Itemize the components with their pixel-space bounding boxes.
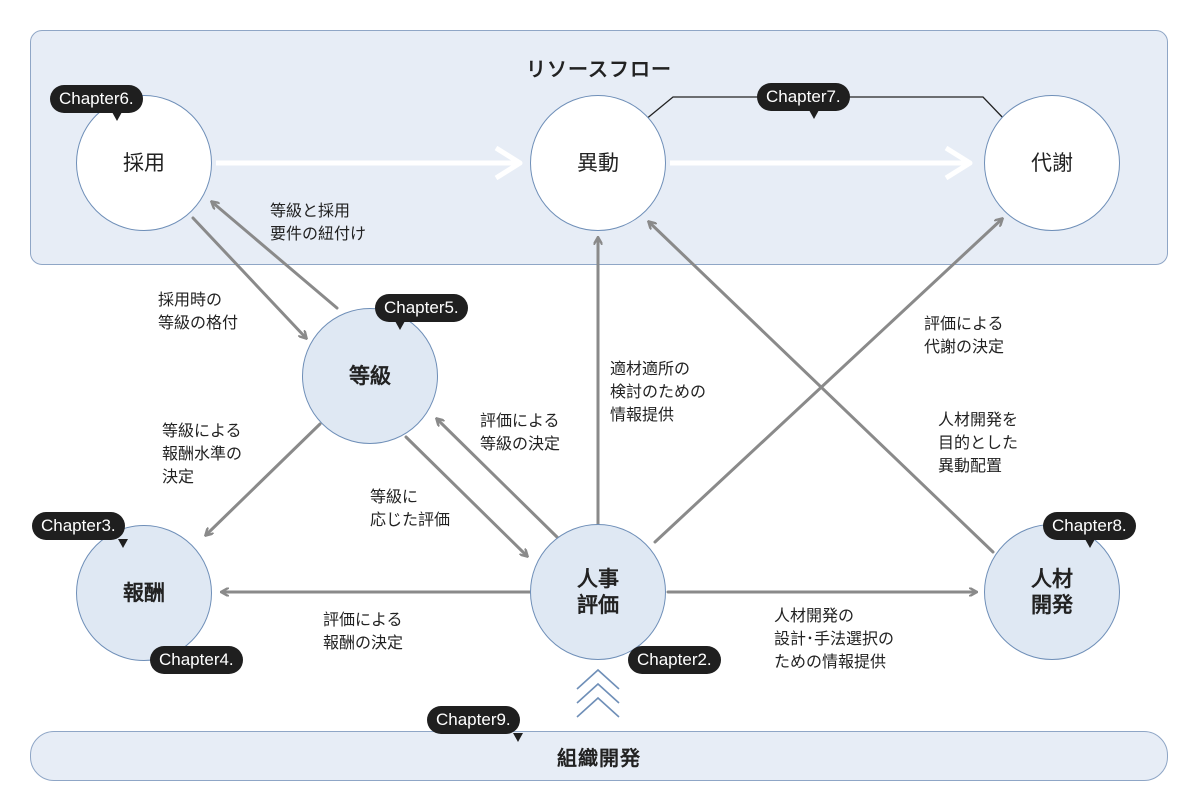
relationship-arrows bbox=[191, 202, 1002, 592]
badge-chapter7-text: Chapter7. bbox=[766, 87, 841, 106]
badge-chapter8-text: Chapter8. bbox=[1052, 516, 1127, 535]
resource-flow-arrows bbox=[216, 145, 973, 181]
node-taisha-label: 代謝 bbox=[1031, 150, 1073, 175]
arrow-hyoka-to-tokyu bbox=[437, 419, 560, 540]
badge-chapter5: Chapter5. bbox=[375, 294, 468, 330]
label-tokyu-hyoka: 等級に 応じた評価 bbox=[370, 487, 451, 529]
label-saiyo-tokyu-grade: 採用時の 等級の格付 bbox=[158, 290, 239, 332]
node-tokyu: 等級 bbox=[302, 308, 438, 444]
arrow-saiyo-to-tokyu bbox=[191, 216, 306, 338]
badge-chapter8: Chapter8. bbox=[1043, 512, 1136, 548]
badge-chapter3-text: Chapter3. bbox=[41, 516, 116, 535]
chevron-up-icon bbox=[576, 668, 620, 718]
label-tokyu-saiyo-link: 等級と採用 要件の紐付け bbox=[270, 201, 367, 243]
badge-chapter6-text: Chapter6. bbox=[59, 89, 134, 108]
label-hyoka-hoshu: 評価による 報酬の決定 bbox=[323, 610, 404, 652]
arrowhead-saiyo-ido bbox=[494, 145, 523, 181]
arrow-tokyu-to-saiyo bbox=[212, 202, 339, 310]
badge-chapter3: Chapter3. bbox=[32, 512, 128, 548]
node-hyoka: 人事 評価 bbox=[530, 524, 666, 660]
badge-chapter7: Chapter7. bbox=[757, 83, 850, 119]
node-saiyo-label: 採用 bbox=[123, 150, 165, 175]
node-hyoka-label: 人事 評価 bbox=[577, 566, 619, 617]
badge-chapter2-text: Chapter2. bbox=[637, 650, 712, 669]
arrow-jinzai-to-ido bbox=[649, 222, 995, 554]
resource-flow-title: リソースフロー bbox=[526, 57, 672, 81]
node-taisha: 代謝 bbox=[984, 95, 1120, 231]
arrow-tokyu-to-hoshu bbox=[206, 422, 322, 535]
org-development-title: 組織開発 bbox=[557, 746, 641, 770]
badge-chapter2: Chapter2. bbox=[628, 646, 721, 674]
node-hoshu: 報酬 bbox=[76, 525, 212, 661]
arrow-tokyu-to-hyoka bbox=[404, 435, 527, 556]
node-saiyo: 採用 bbox=[76, 95, 212, 231]
node-jinzai-label: 人材 開発 bbox=[1031, 566, 1073, 617]
badge-chapter9-text: Chapter9. bbox=[436, 710, 511, 729]
arrow-hyoka-to-taisha bbox=[653, 219, 1002, 544]
label-jinzai-ido: 人材開発を 目的とした 異動配置 bbox=[938, 410, 1019, 475]
badge-chapter9: Chapter9. bbox=[427, 706, 523, 742]
badge-chapter4-text: Chapter4. bbox=[159, 650, 234, 669]
label-tokyu-hoshu: 等級による 報酬水準の 決定 bbox=[162, 421, 243, 486]
arrowhead-ido-taisha bbox=[944, 145, 973, 181]
node-tokyu-label: 等級 bbox=[349, 363, 391, 388]
badge-chapter6: Chapter6. bbox=[50, 85, 143, 121]
node-hoshu-label: 報酬 bbox=[123, 580, 165, 605]
node-ido-label: 異動 bbox=[577, 150, 619, 175]
label-hyoka-taisha: 評価による 代謝の決定 bbox=[924, 314, 1005, 356]
org-development-panel: 組織開発 bbox=[30, 731, 1168, 781]
badge-chapter5-text: Chapter5. bbox=[384, 298, 459, 317]
label-hyoka-tokyu: 評価による 等級の決定 bbox=[480, 411, 561, 453]
badge-chapter4: Chapter4. bbox=[150, 646, 243, 674]
node-ido: 異動 bbox=[530, 95, 666, 231]
label-hyoka-ido: 適材適所の 検討のための 情報提供 bbox=[610, 359, 707, 424]
node-jinzai: 人材 開発 bbox=[984, 524, 1120, 660]
label-hyoka-jinzai: 人材開発の 設計･手法選択の ための情報提供 bbox=[774, 606, 895, 671]
